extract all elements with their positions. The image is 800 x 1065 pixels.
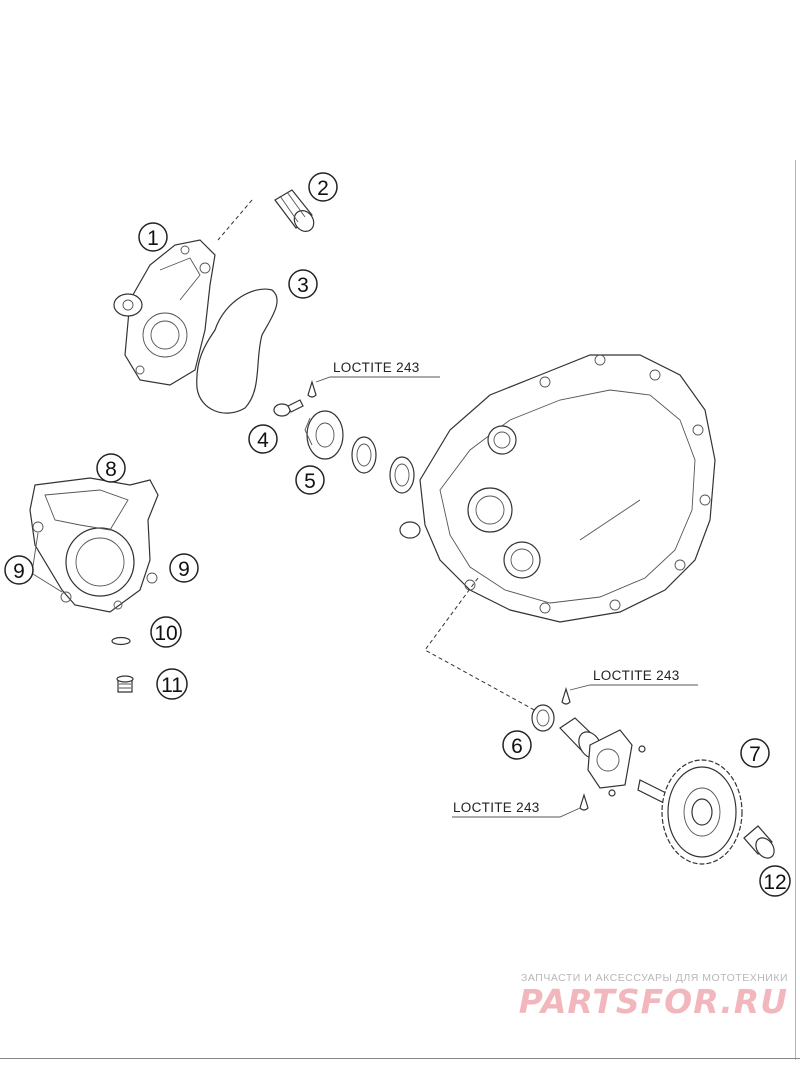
callout-6: 6	[502, 730, 532, 760]
part-10-washer	[111, 636, 131, 646]
shaft-seal-1	[351, 436, 377, 474]
loctite-label-1: LOCTITE 243	[333, 360, 420, 375]
part-6-seal-ring	[531, 704, 555, 732]
bottom-rule	[0, 1058, 800, 1059]
leader-line-2	[217, 199, 253, 241]
watermark-logo: PARTSFOR.RU	[518, 982, 788, 1021]
mounting-screws	[608, 745, 646, 797]
loctite-label-3: LOCTITE 243	[453, 800, 540, 815]
callout-12: 12	[759, 865, 791, 897]
loctite-note-1: LOCTITE 243	[315, 360, 440, 383]
callout-10-label: 10	[154, 622, 177, 645]
callout-7: 7	[740, 738, 770, 768]
callout-12-label: 12	[763, 871, 786, 894]
callout-1: 1	[138, 222, 168, 252]
callout-6-label: 6	[511, 735, 523, 758]
gasket-plate	[587, 729, 633, 789]
watermark-tagline: ЗАПЧАСТИ И АКСЕССУАРЫ ДЛЯ МОТОТЕХНИКИ	[521, 972, 788, 984]
loctite-drop-1	[307, 379, 317, 398]
callout-2-label: 2	[317, 177, 329, 200]
loctite-drop-2	[561, 686, 571, 705]
part-12-needle-bearing	[743, 825, 775, 859]
part-5-impeller	[304, 410, 344, 460]
callout-9-right: 9	[169, 553, 199, 583]
callout-5: 5	[295, 465, 325, 495]
callout-10: 10	[150, 616, 182, 648]
leader-line-6	[424, 577, 539, 713]
part-2-sleeve	[274, 189, 315, 232]
callout-1-label: 1	[147, 227, 159, 250]
loctite-label-2: LOCTITE 243	[593, 668, 680, 683]
page-edge-rule	[795, 160, 796, 1060]
part-3-o-ring	[196, 288, 278, 414]
callout-3-label: 3	[297, 274, 309, 297]
crankcase-cover	[399, 354, 716, 623]
part-7-drive-gear	[637, 759, 743, 865]
loctite-drop-3	[579, 792, 589, 811]
callout-3: 3	[288, 269, 318, 299]
callout-9-left-leaders	[32, 532, 63, 593]
loctite-note-3: LOCTITE 243	[452, 800, 581, 818]
callout-9-right-label: 9	[178, 558, 190, 581]
callout-11-label: 11	[161, 674, 183, 697]
callout-2: 2	[308, 172, 338, 202]
callout-8: 8	[96, 453, 126, 483]
callout-4: 4	[248, 424, 278, 454]
callout-5-label: 5	[304, 470, 316, 493]
part-1-water-pump-housing	[113, 239, 216, 386]
callout-8-label: 8	[105, 458, 117, 481]
loctite-note-2: LOCTITE 243	[569, 668, 698, 691]
shaft-seal-2	[389, 456, 415, 494]
part-11-drain-screw	[116, 675, 134, 693]
part-4-screw	[273, 399, 304, 417]
part-8-pump-cover	[29, 477, 159, 613]
callout-9-left-label: 9	[13, 560, 25, 583]
callout-11: 11	[156, 668, 188, 700]
callout-7-label: 7	[749, 743, 761, 766]
callout-4-label: 4	[257, 429, 269, 452]
callout-9-left: 9	[4, 555, 34, 585]
